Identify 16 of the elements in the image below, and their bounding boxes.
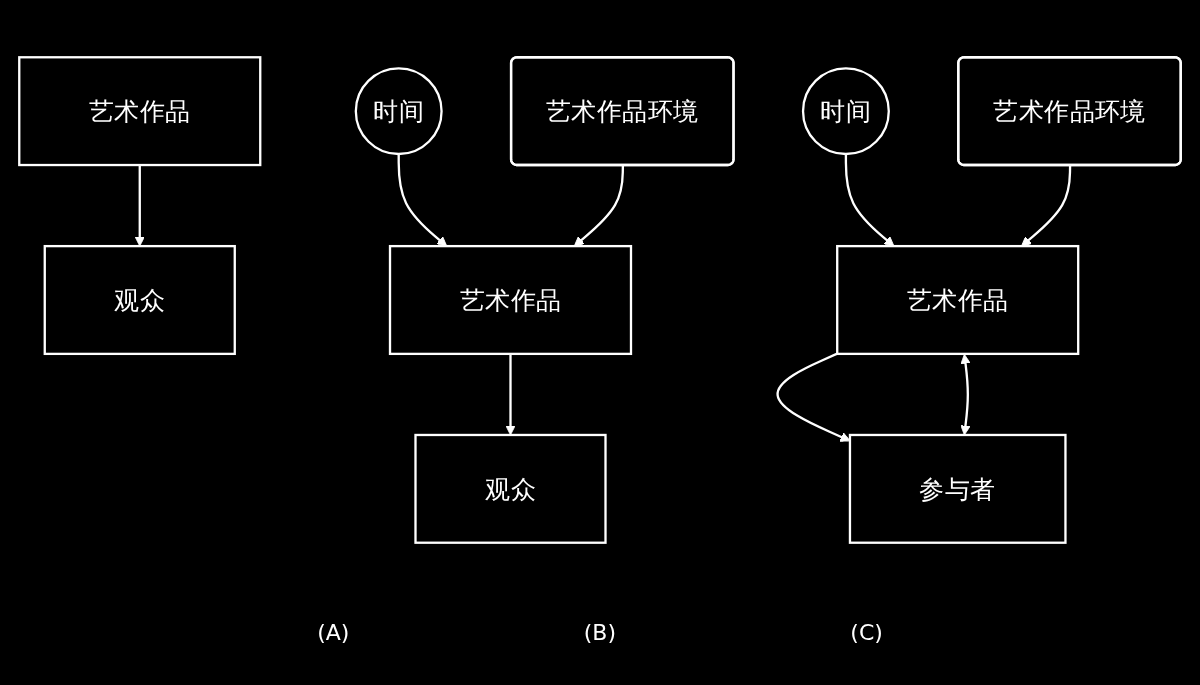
arrow	[134, 165, 145, 247]
node-box: 观众	[414, 433, 607, 544]
node-circle: 时间	[354, 67, 443, 156]
panel-label: (A)	[317, 620, 350, 645]
node-box: 艺术作品	[388, 244, 633, 356]
arrow	[573, 165, 625, 247]
panel-label: (B)	[583, 620, 616, 645]
node-box: 艺术作品	[836, 244, 1080, 356]
node-box: 艺术作品	[18, 56, 262, 167]
arrow	[1021, 165, 1072, 247]
panel-label: (C)	[850, 620, 883, 645]
node-circle: 时间	[801, 67, 890, 156]
node-box: 观众	[43, 244, 236, 356]
node-box: 参与者	[848, 433, 1067, 544]
arrow	[844, 154, 895, 247]
arrow	[397, 154, 448, 247]
